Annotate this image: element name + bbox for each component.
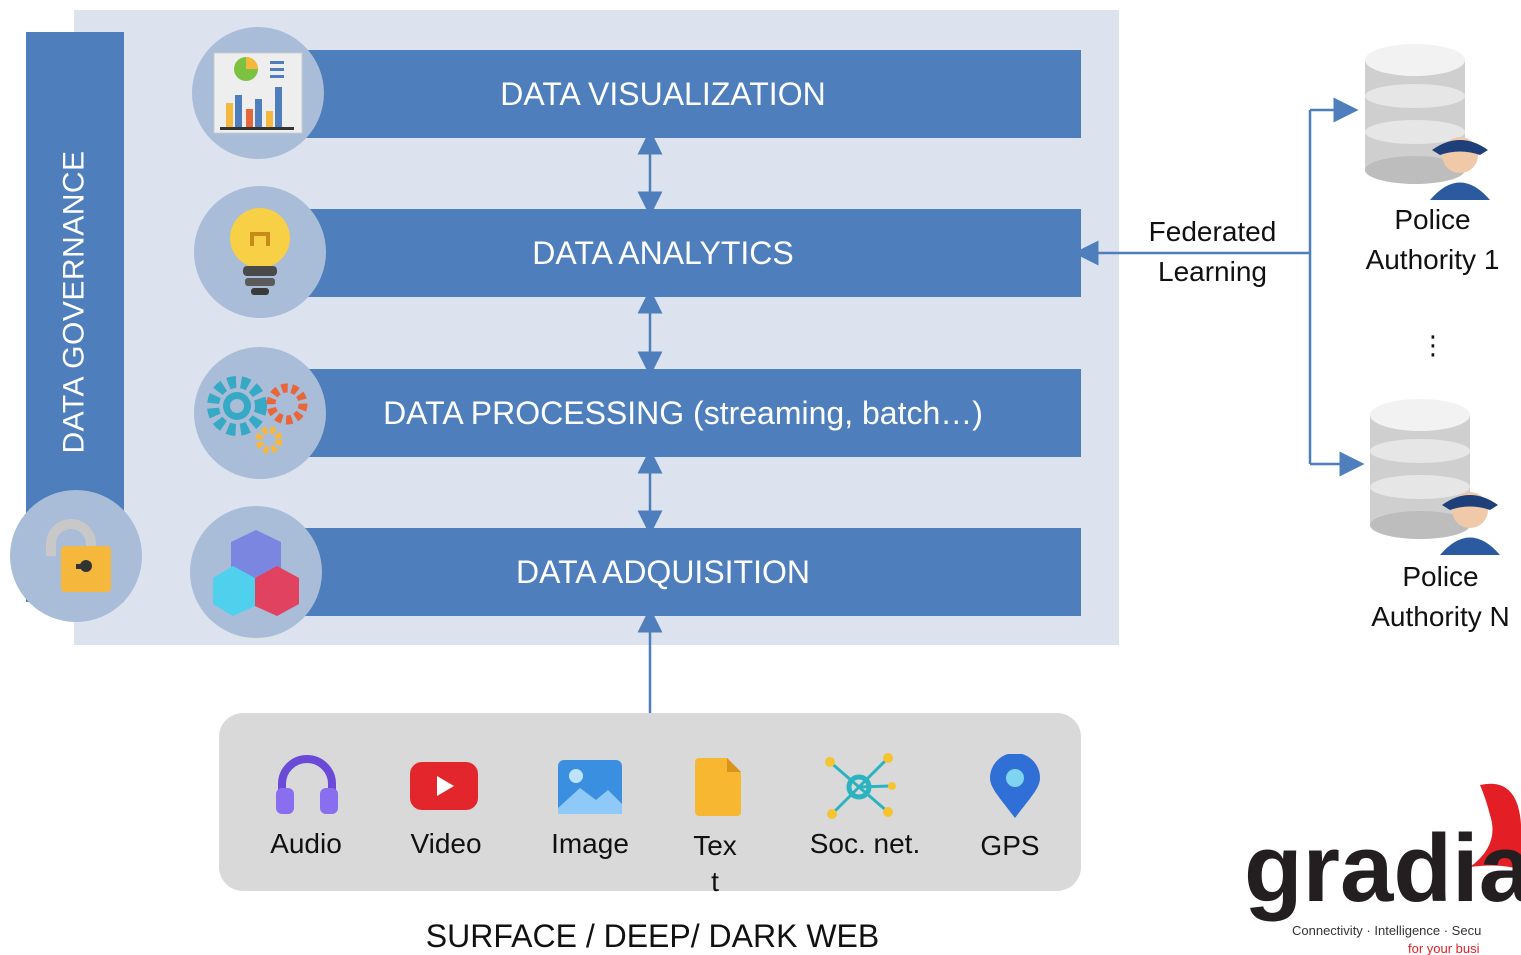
layer-data-visualization: DATA VISUALIZATION bbox=[245, 50, 1081, 138]
source-video-label: Video bbox=[410, 828, 482, 859]
police-authority-n-label: Police Authority N bbox=[1371, 561, 1510, 632]
police-authority-1-label: Police Authority 1 bbox=[1365, 204, 1500, 275]
bar-chart-icon bbox=[192, 27, 324, 159]
svg-text:gradian: gradian bbox=[1244, 815, 1521, 922]
svg-text:for your busi: for your busi bbox=[1408, 941, 1480, 955]
gps-pin-icon bbox=[990, 753, 1040, 818]
text-file-icon bbox=[695, 758, 741, 816]
lock-icon bbox=[10, 490, 142, 622]
video-play-icon bbox=[410, 762, 478, 810]
source-gps-label: GPS bbox=[980, 830, 1040, 861]
web-layers-label: SURFACE / DEEP/ DARK WEB bbox=[425, 918, 880, 954]
lightbulb-icon bbox=[194, 186, 326, 318]
layer-data-processing: DATA PROCESSING (streaming, batch…) bbox=[245, 369, 1081, 457]
layer-data-analytics: DATA ANALYTICS bbox=[245, 209, 1081, 297]
source-audio-label: Audio bbox=[270, 828, 342, 859]
svg-text:Connectivity · Intelligence ·: Connectivity · Intelligence · Secu bbox=[1292, 923, 1481, 938]
source-image-label: Image bbox=[551, 828, 629, 859]
social-network-icon bbox=[822, 752, 896, 822]
source-text-label: Tex t bbox=[693, 830, 737, 897]
data-sources-box bbox=[219, 713, 1081, 891]
database-police-icon-n bbox=[1365, 395, 1505, 555]
layer-data-acquisition: DATA ADQUISITION bbox=[245, 528, 1081, 616]
ellipsis: ⋮ bbox=[1420, 330, 1446, 360]
source-social-label: Soc. net. bbox=[809, 828, 921, 859]
image-icon bbox=[558, 760, 622, 814]
federated-learning-label: Federated Learning bbox=[1148, 216, 1277, 287]
database-police-icon-1 bbox=[1360, 40, 1490, 200]
gears-icon bbox=[194, 347, 326, 479]
headphones-icon bbox=[274, 754, 340, 816]
cubes-icon bbox=[190, 506, 322, 638]
gradiant-logo: gradian Connectivity · Intelligence · Se… bbox=[1240, 775, 1521, 955]
